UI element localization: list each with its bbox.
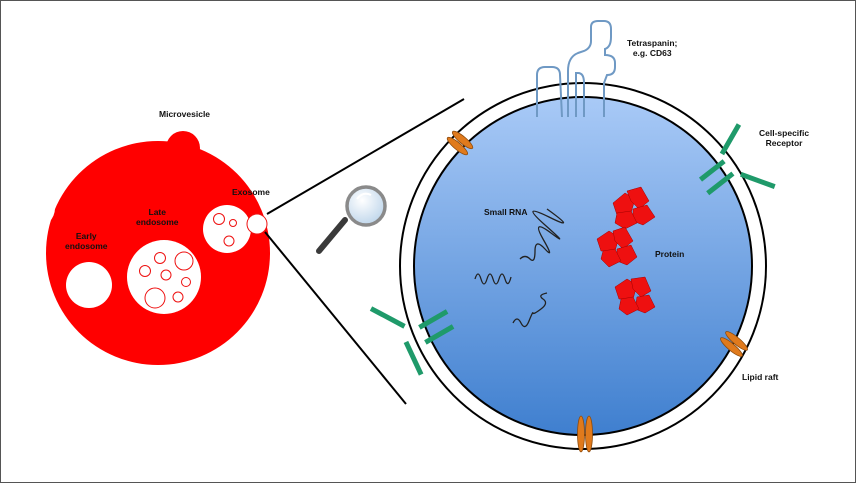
tetraspanin-shape xyxy=(536,20,616,118)
label-tetraspanin: Tetraspanin; e.g. CD63 xyxy=(627,38,678,58)
small-rna-icon xyxy=(474,208,565,328)
label-lipid-raft: Lipid raft xyxy=(742,372,779,382)
label-microvesicle: Microvesicle xyxy=(159,109,211,119)
label-protein: Protein xyxy=(655,249,685,259)
lipid-raft-icon xyxy=(446,130,748,453)
late-endosome xyxy=(127,240,201,314)
exosome-release-pocket xyxy=(203,205,251,253)
receptor-icon-left xyxy=(369,306,455,376)
released-exosome xyxy=(246,213,268,235)
zoom-line-top xyxy=(266,98,465,215)
magnifier-icon xyxy=(316,185,387,254)
early-endosome xyxy=(66,262,112,308)
protein-icon xyxy=(596,186,656,316)
exosome-zoom xyxy=(369,20,776,453)
label-cell-specific-receptor: Cell-specific Receptor xyxy=(759,128,810,148)
parent-cell xyxy=(15,131,270,365)
label-early-endosome: Early endosome xyxy=(65,231,108,251)
label-small-rna: Small RNA xyxy=(484,207,528,217)
label-exosome: Exosome xyxy=(232,187,270,197)
label-late-endosome: Late endosome xyxy=(136,207,179,227)
zoom-line-bottom xyxy=(264,231,407,405)
early-endosome-notch xyxy=(15,188,55,228)
receptor-icon-right xyxy=(698,123,776,196)
